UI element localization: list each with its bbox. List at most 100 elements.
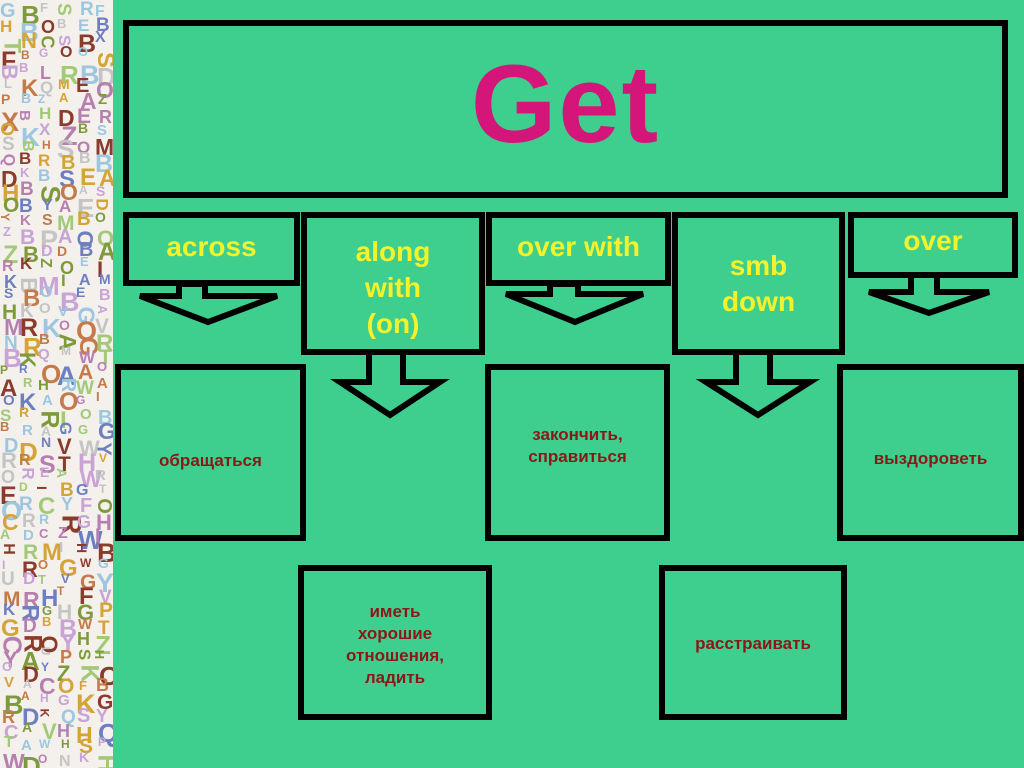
decorative-letter: S — [4, 285, 14, 301]
decorative-letter: M — [95, 134, 113, 160]
decorative-letter: H — [40, 691, 49, 705]
phrase-along-with-line2: with — [365, 272, 421, 303]
decorative-letter: A — [95, 304, 111, 315]
decorative-letter: E — [77, 193, 95, 223]
translation-box-along-with: иметь хорошие отношения, ладить — [298, 565, 492, 720]
arrow-along-with-icon — [330, 349, 450, 419]
decorative-letter: D — [19, 437, 38, 467]
decorative-letter: B — [96, 15, 110, 36]
decorative-letter: A — [21, 646, 40, 676]
decorative-letter: K — [42, 313, 61, 343]
decorative-letter: H — [42, 138, 51, 152]
decorative-letter: Z — [95, 630, 111, 660]
decorative-letter: B — [19, 60, 29, 75]
decorative-letter: B — [96, 675, 109, 695]
decorative-letter: X — [1, 107, 20, 137]
decorative-letter: A — [0, 375, 18, 402]
decorative-letter: P — [0, 363, 9, 377]
decorative-letter: R — [20, 314, 39, 342]
decorative-letter: I — [60, 407, 67, 434]
decorative-letter: G — [77, 512, 92, 532]
decorative-letter: V — [58, 303, 69, 320]
decorative-letter: O — [76, 316, 98, 346]
decorative-letter: V — [99, 587, 112, 608]
decorative-letter: F — [95, 3, 105, 20]
decorative-letter: O — [2, 659, 13, 674]
decorative-letter: H — [76, 722, 93, 748]
decorative-letter: R — [19, 404, 30, 420]
decorative-letter: N — [21, 28, 37, 53]
decorative-letter: F — [40, 0, 48, 15]
phrase-box-across: across — [123, 212, 300, 286]
decorative-letter: O — [59, 388, 79, 416]
translation-along-with-line3: отношения, — [346, 646, 444, 665]
decorative-letter: R — [60, 60, 79, 90]
translation-across: обращаться — [159, 451, 262, 470]
decorative-letter: T — [98, 618, 110, 639]
decorative-letter: F — [79, 678, 87, 693]
decorative-letter: R — [2, 258, 14, 275]
decorative-letter: R — [23, 332, 42, 362]
decorative-letter: V — [4, 674, 15, 691]
decorative-letter: T — [58, 453, 71, 476]
decorative-letter: S — [96, 183, 106, 199]
decorative-letter: G — [77, 600, 95, 625]
decorative-letter: P — [40, 225, 59, 255]
decorative-letter: H — [92, 649, 108, 660]
decorative-letter: P — [99, 599, 113, 622]
translation-along-with-line2: хорошие — [357, 624, 433, 643]
decorative-letter: B — [79, 150, 91, 167]
translation-over-with-line2: справиться — [528, 447, 627, 466]
decorative-letter: O — [39, 300, 51, 317]
decorative-letter: K — [76, 689, 96, 719]
decorative-letter: B — [20, 17, 39, 47]
decorative-letter: Y — [61, 494, 74, 514]
decorative-letter: O — [41, 359, 62, 389]
translation-box-over-with: закончить, справиться — [485, 364, 670, 541]
decorative-letter: K — [20, 212, 31, 229]
decorative-letter: W — [80, 466, 102, 492]
decorative-letter: O — [77, 138, 91, 157]
decorative-letter: R — [99, 107, 112, 127]
decorative-letter: K — [3, 600, 16, 619]
decorative-letter: N — [41, 434, 52, 450]
decorative-letter: P — [60, 647, 73, 667]
decorative-letter: A — [80, 88, 97, 114]
decorative-letter: R — [18, 467, 38, 480]
decorative-letter: S — [79, 735, 94, 758]
decorative-letter: K — [19, 389, 37, 416]
decorative-letter: Y — [41, 660, 50, 674]
decorative-letter: O — [97, 226, 113, 251]
decorative-letter: O — [58, 675, 75, 698]
decorative-letter: B — [38, 166, 51, 185]
decorative-letter: H — [38, 377, 49, 394]
decorative-letter: C — [4, 722, 19, 744]
decorative-letter: E — [80, 164, 97, 191]
decorative-letter: G — [39, 46, 49, 60]
decorative-letter: D — [41, 243, 53, 260]
decorative-letter: A — [59, 90, 69, 105]
translation-along-with-line1: иметь — [369, 602, 421, 621]
decorative-letter: B — [98, 407, 113, 429]
decorative-letter: M — [42, 539, 62, 566]
decorative-letter: O — [97, 359, 108, 374]
decorative-letter: R — [19, 362, 28, 376]
decorative-letter: Y — [3, 647, 18, 672]
decorative-letter: O — [38, 752, 48, 766]
decorative-letter: Z — [57, 661, 71, 686]
arrow-layer — [138, 271, 990, 419]
decorative-letter: G — [59, 555, 78, 582]
decorative-letter: D — [22, 704, 40, 731]
decorative-letter: H — [57, 601, 73, 624]
decorative-letter: H — [74, 542, 91, 554]
decorative-letter: G — [98, 555, 109, 571]
decorative-letter: Z — [0, 766, 15, 768]
decorative-letter: B — [23, 242, 39, 267]
decorative-letter: Q — [40, 78, 54, 97]
decorative-letter: B — [95, 150, 113, 178]
decorative-letter: F — [79, 583, 94, 610]
decorative-letter: D — [19, 480, 28, 494]
arrow-over-icon — [868, 271, 990, 317]
decorative-letter: R — [19, 494, 33, 515]
phrase-smb-down-line2: down — [721, 286, 796, 317]
